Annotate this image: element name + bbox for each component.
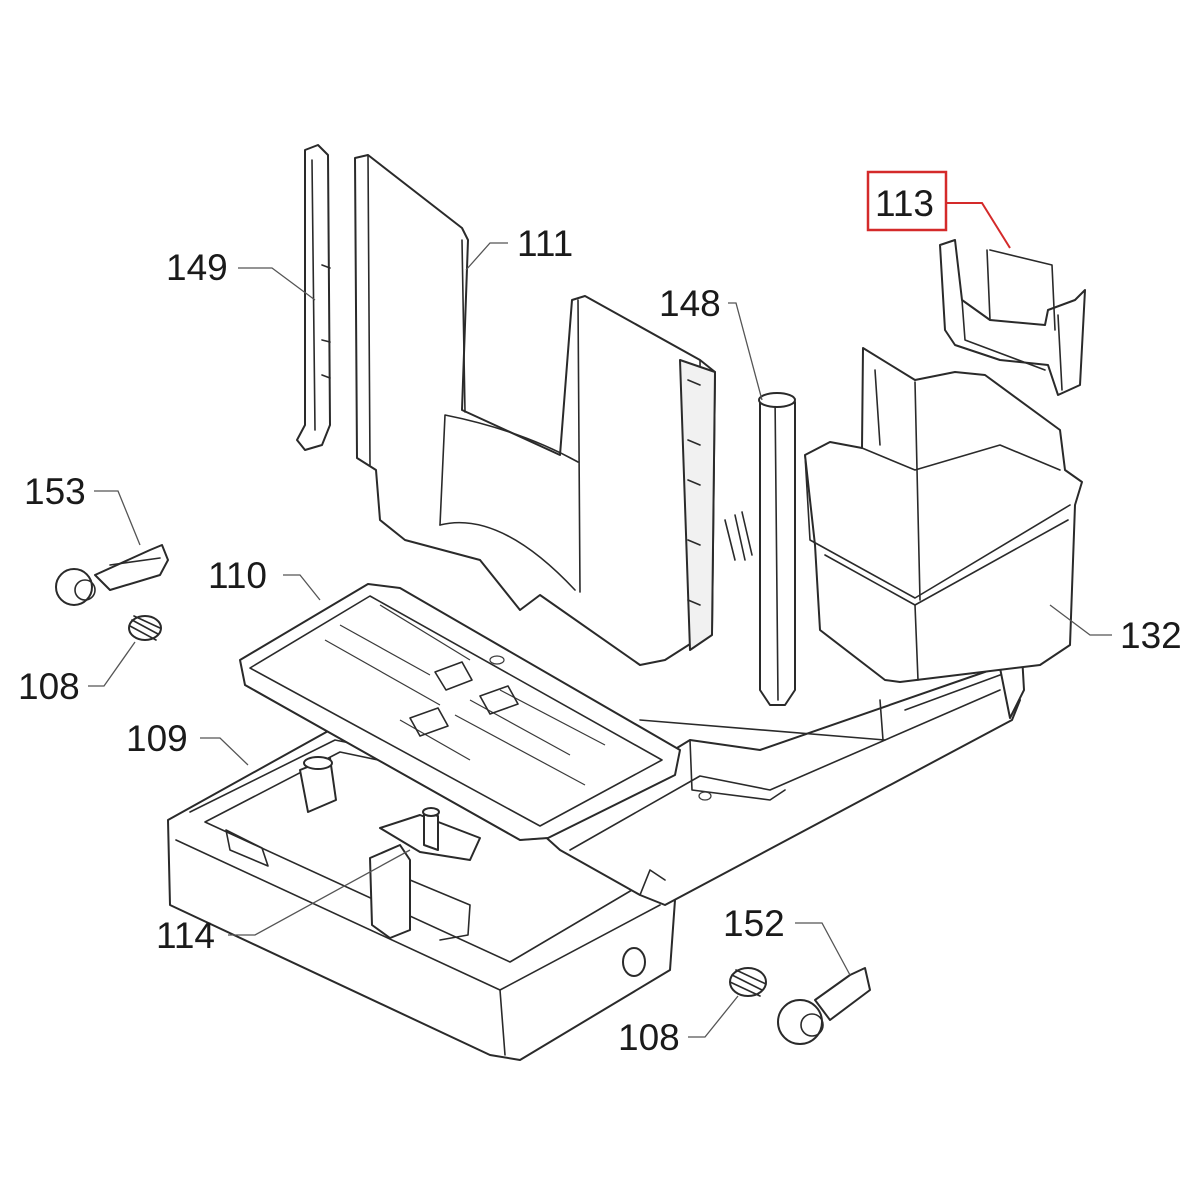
leader-108a	[88, 641, 136, 687]
callout-148: 148	[659, 283, 721, 324]
leader-113-highlight	[946, 202, 1011, 249]
leader-109	[200, 737, 249, 766]
callout-149: 149	[166, 247, 228, 288]
part-153-lever-left	[55, 544, 169, 606]
leader-114	[228, 849, 411, 936]
part-113-bracket	[939, 239, 1086, 396]
part-148-tube	[758, 392, 796, 706]
callout-111: 111	[517, 223, 573, 264]
leader-149	[238, 267, 316, 301]
leader-132	[1049, 604, 1112, 636]
part-111-back-panel	[354, 154, 753, 666]
part-149-side-strip	[296, 144, 331, 451]
callout-108-left: 108	[18, 666, 80, 707]
part-110-grid-cover	[239, 583, 681, 841]
callout-108-right: 108	[618, 1017, 680, 1058]
part-108-spring-left	[128, 615, 162, 641]
callout-113: 113	[875, 183, 934, 224]
part-132-container	[804, 347, 1083, 683]
part-108-spring-right	[729, 967, 767, 997]
highlight-box-113	[866, 170, 948, 232]
callout-114: 114	[156, 915, 215, 956]
part-frame-rail	[539, 654, 1025, 906]
callout-109: 109	[126, 718, 188, 759]
leader-111	[465, 242, 508, 271]
part-152-lever-right	[777, 967, 871, 1045]
leader-108b	[688, 995, 739, 1038]
callout-132: 132	[1120, 615, 1182, 656]
callout-110: 110	[208, 555, 267, 596]
leader-148	[728, 302, 763, 401]
callout-153: 153	[24, 471, 86, 512]
callout-labels: 149 111 148 113 153 110 132 108 109 114 …	[18, 183, 1182, 1058]
leader-152	[795, 922, 851, 976]
callout-152: 152	[723, 903, 785, 944]
leader-110	[283, 574, 321, 601]
leader-153	[94, 490, 141, 546]
leader-lines	[88, 202, 1112, 1038]
